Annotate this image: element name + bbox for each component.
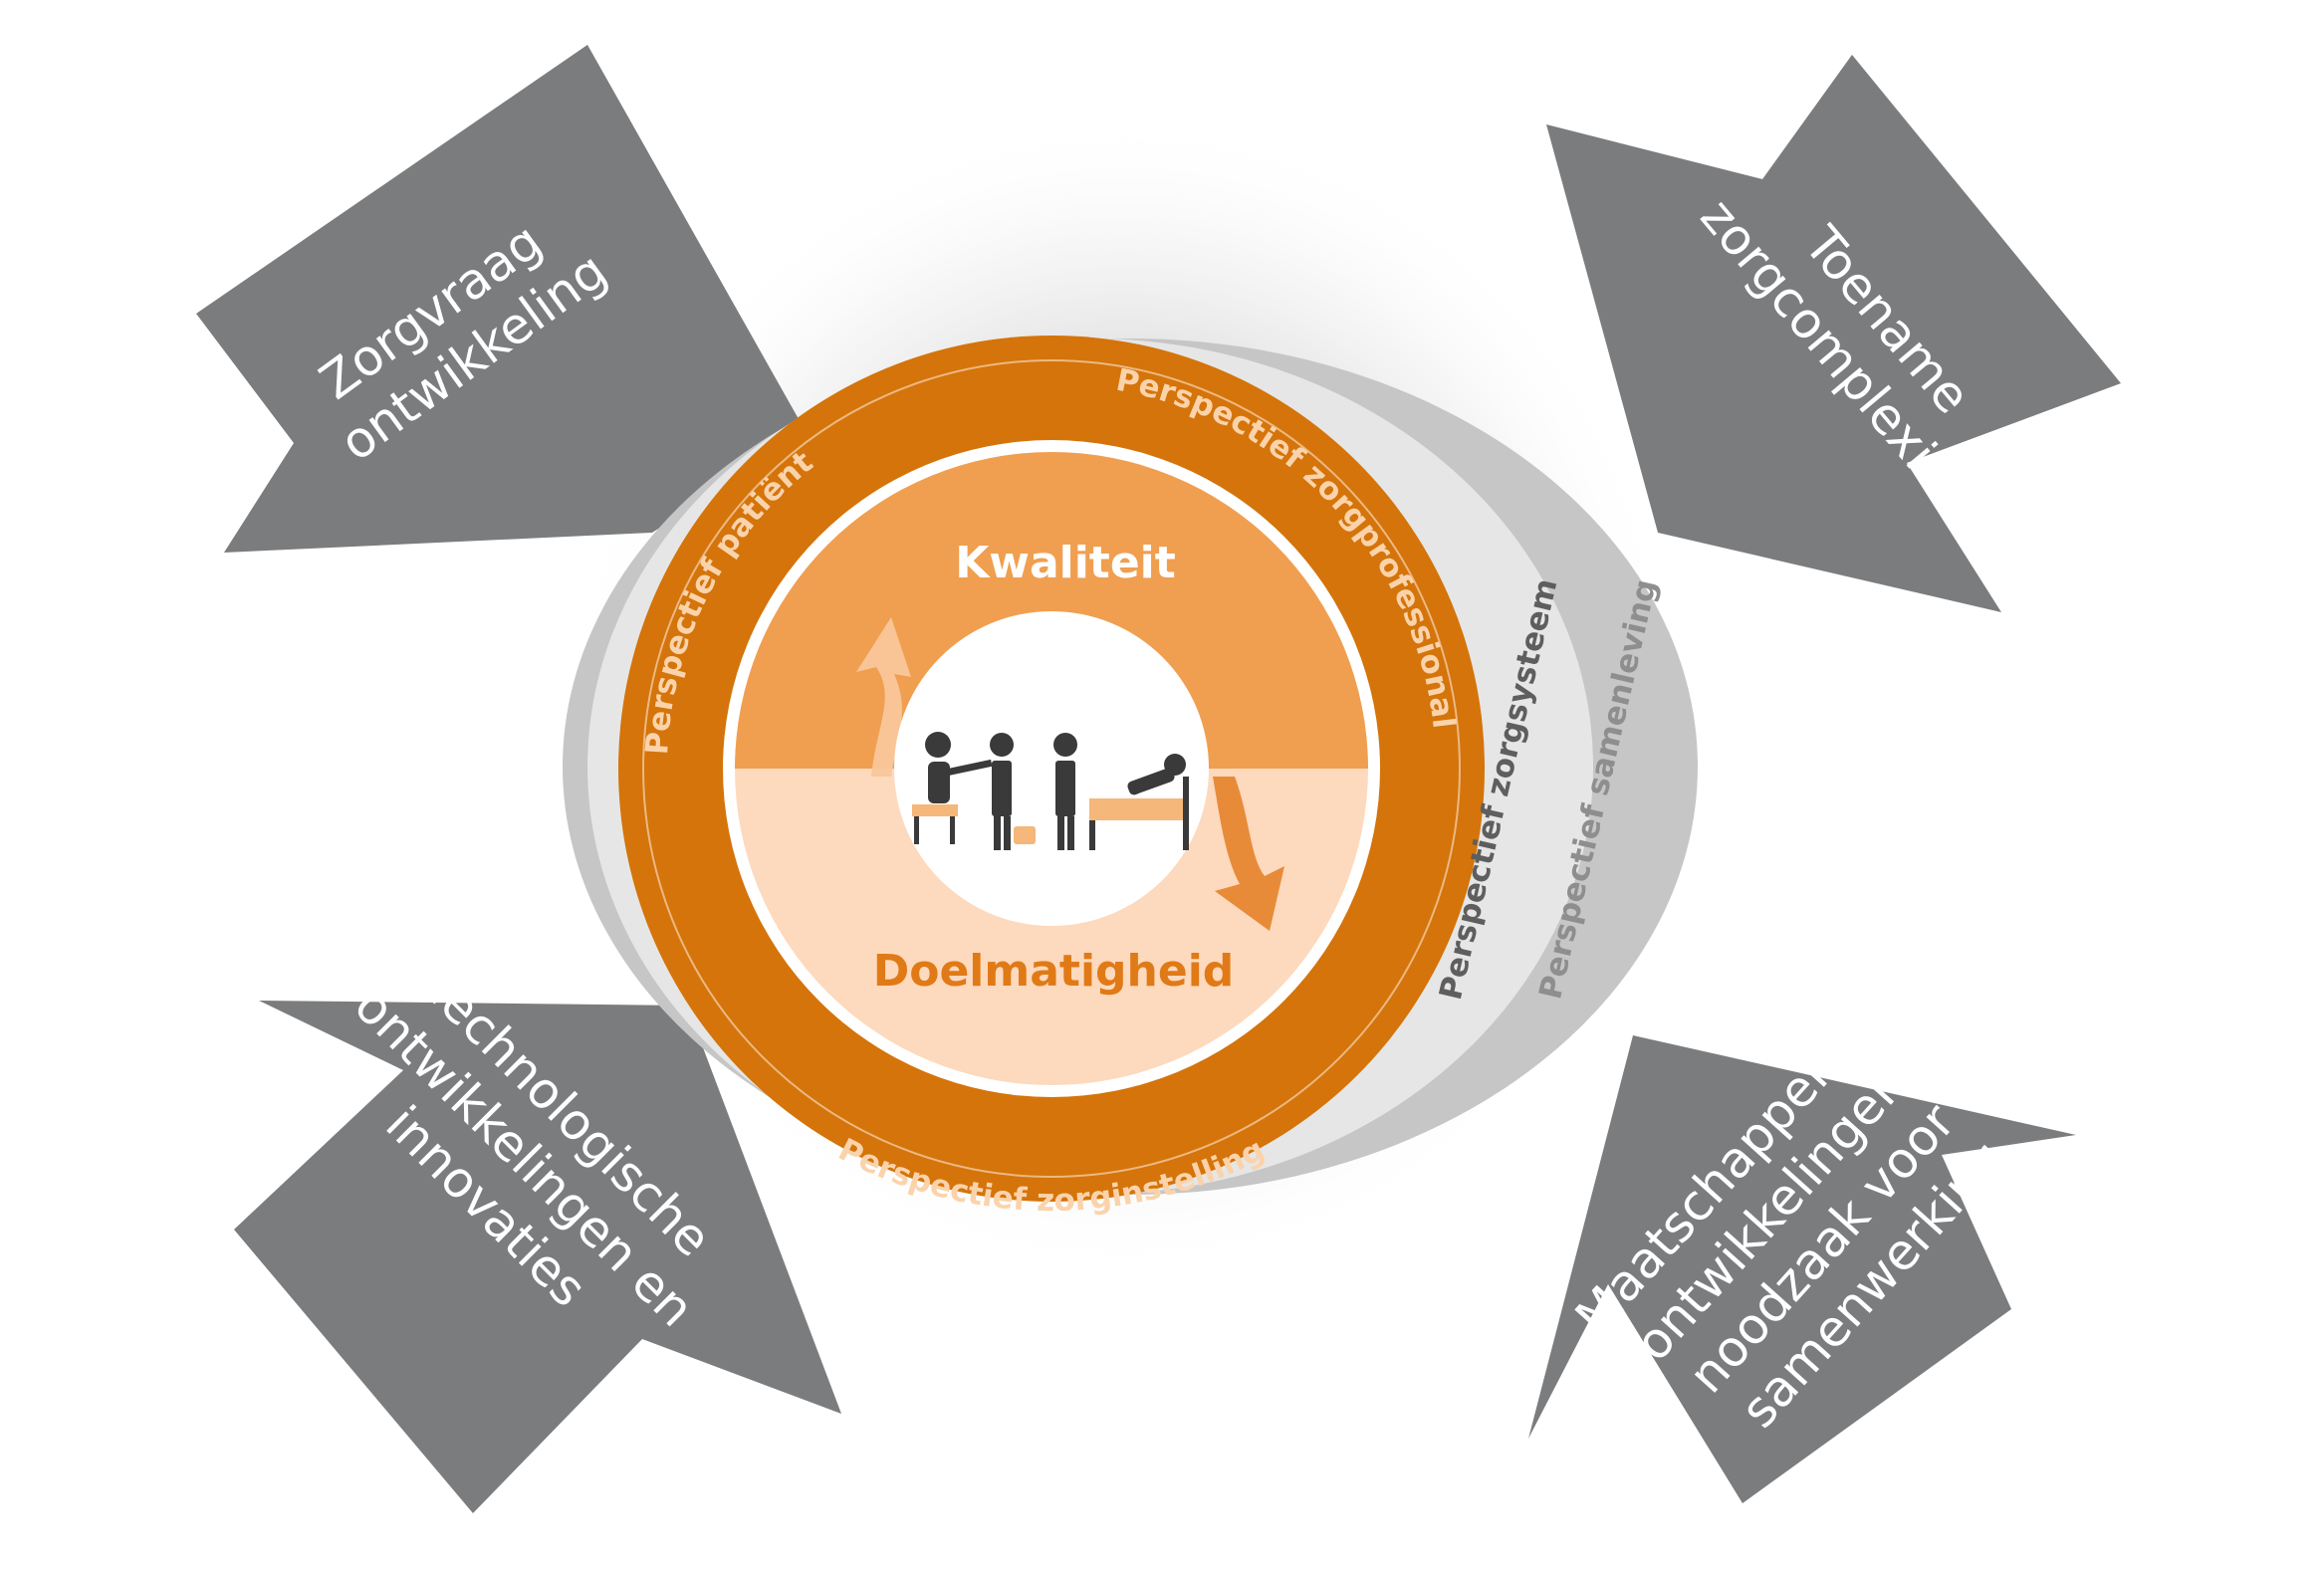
- center-circle: [894, 611, 1209, 926]
- label-doelmatigheid: Doelmatigheid: [873, 946, 1235, 997]
- arrow-top-left-shape: [196, 45, 807, 553]
- arrow-top-right-shape: [1546, 55, 2121, 612]
- arrow-top-right: Toename zorgcomplexiteit: [1546, 55, 2121, 612]
- arrow-bottom-right: Maatschappelijke ontwikkelingen, noodzaa…: [1528, 986, 2076, 1503]
- arrow-bottom-right-shape: [1528, 1035, 2076, 1503]
- arrow-top-left: Zorgvraag ontwikkeling: [196, 45, 807, 553]
- label-kwaliteit: Kwaliteit: [955, 538, 1176, 588]
- arrow-bottom-left-text: Technologische ontwikkelingen en innovat…: [300, 933, 760, 1393]
- ring-orange-thin-line: [642, 359, 1461, 1178]
- cycle-arrow-up-icon: [856, 617, 911, 777]
- arrow-bottom-left-shape: [234, 1001, 841, 1513]
- people-care-icon: [912, 732, 1189, 850]
- cycle-arrow-down-icon: [1213, 777, 1284, 931]
- arrow-bottom-left: Technologische ontwikkelingen en innovat…: [234, 933, 841, 1513]
